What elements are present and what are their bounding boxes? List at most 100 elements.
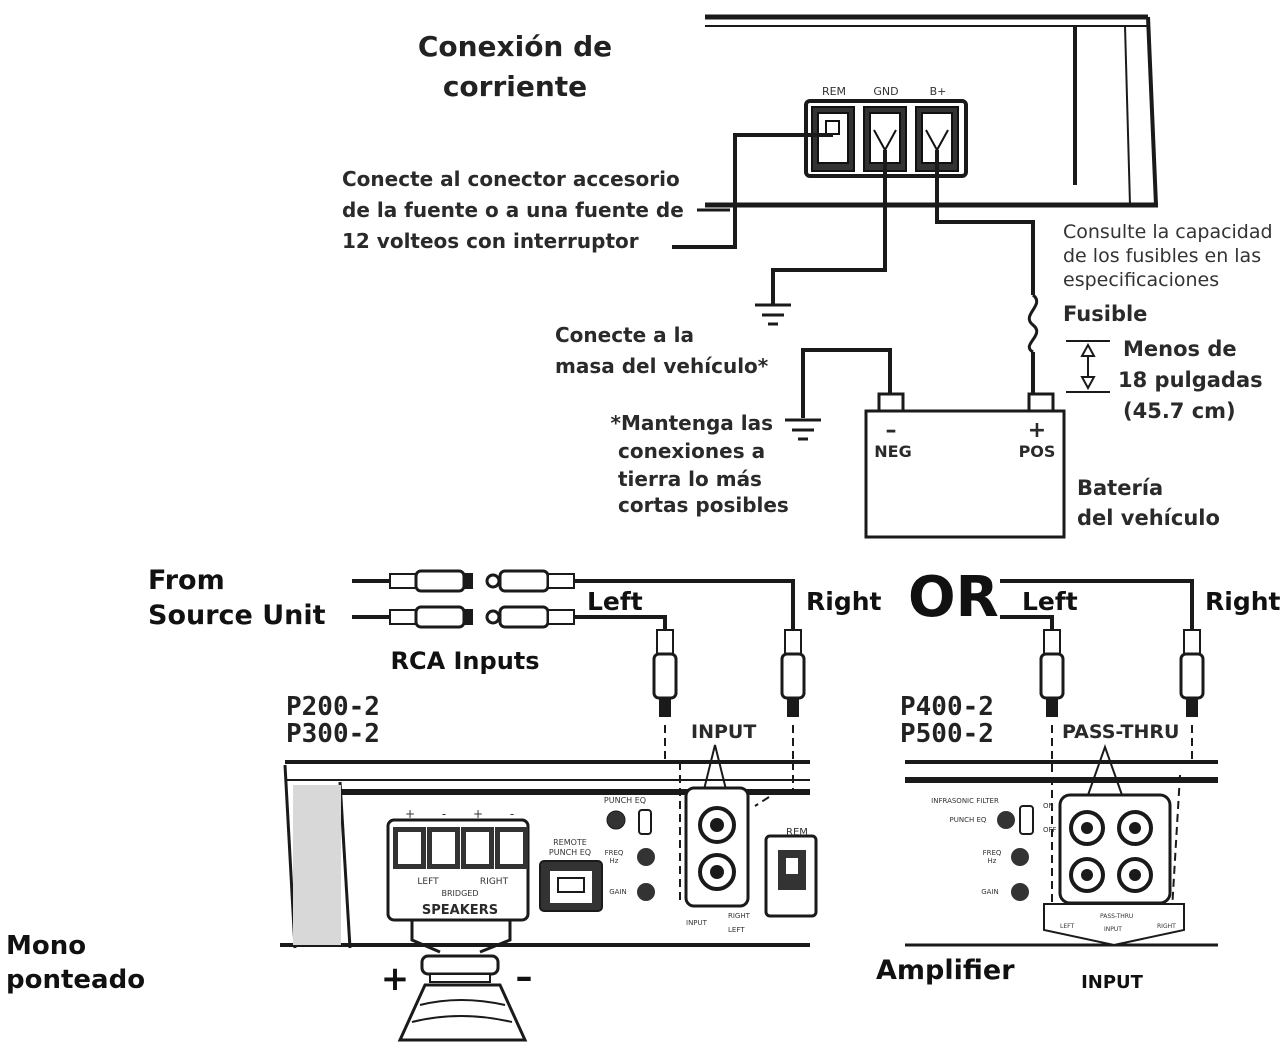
mono-plus: +	[381, 959, 410, 999]
ground-tip-line1: *Mantenga las	[611, 411, 774, 435]
power-terminal-block: REM GND B+	[804, 85, 968, 178]
speaker-icon	[397, 920, 528, 1042]
battery-label-line2: del vehículo	[1077, 506, 1220, 530]
gain-large: GAIN	[981, 888, 999, 896]
rca-plug-right-b-icon	[1179, 629, 1205, 717]
remote-note-line1: Conecte al conector accesorio	[342, 167, 680, 191]
power-section: Conexión de corriente REM GND B+	[342, 14, 1273, 539]
signal-section: From Source Unit RCA Inputs Left	[148, 565, 1281, 717]
mono-minus: –	[516, 957, 533, 997]
power-title-line2: corriente	[443, 70, 587, 103]
ground-symbol-battery-icon	[785, 418, 821, 441]
amp-small: P200-2 P300-2 INPUT	[280, 692, 818, 1042]
speaker-sign-2: -	[442, 807, 446, 821]
remote-label-line1: REMOTE	[553, 838, 587, 847]
mono-label-line2: ponteado	[6, 965, 145, 995]
dashed-guides-large	[1051, 725, 1193, 911]
amp-small-controls: PUNCH EQ FREQ Hz GAIN	[604, 796, 655, 901]
freq-label-1: FREQ	[605, 849, 624, 857]
amplifier-label: Amplifier	[876, 955, 1015, 986]
distance-indicator-icon	[1066, 340, 1110, 393]
source-label-line1: From	[148, 565, 225, 596]
distance-note-line2: 18 pulgadas	[1118, 368, 1263, 392]
rca-plug-left-b-icon	[1039, 629, 1065, 717]
freq-label-2: Hz	[610, 857, 619, 865]
speaker-sign-1: +	[405, 807, 415, 821]
input-label-small: INPUT	[691, 721, 756, 743]
ground-symbol-icon	[755, 303, 791, 326]
battery-label-line1: Batería	[1077, 476, 1163, 500]
rca-inputs-label: RCA Inputs	[390, 647, 539, 675]
battery-neg-label: NEG	[874, 442, 911, 461]
infrasonic-label: INFRASONIC FILTER	[931, 797, 999, 805]
passthru-arrows-icon	[1081, 744, 1129, 813]
ground-tip-line4: cortas posibles	[618, 493, 789, 517]
freq-large-2: Hz	[988, 857, 997, 865]
speakers-label: SPEAKERS	[422, 903, 498, 918]
io-left: LEFT	[1060, 923, 1074, 930]
input-bottom-label: INPUT	[1081, 972, 1144, 993]
bplus-wire	[935, 150, 1035, 295]
speaker-right-label: RIGHT	[480, 877, 509, 887]
source-label-line2: Source Unit	[148, 600, 326, 631]
distance-note-line1: Menos de	[1123, 337, 1237, 361]
power-title-line1: Conexión de	[418, 30, 612, 63]
speaker-terminals: + - + - LEFT RIGHT BRIDGED SPEAKERS	[386, 807, 530, 922]
speaker-sign-4: -	[510, 807, 514, 821]
amp-large: P400-2 P500-2 PASS-THRU INFRASONIC FILTE…	[876, 692, 1218, 993]
input-panel-label: INPUT	[686, 919, 708, 927]
fuse-note-line2: de los fusibles en las	[1063, 245, 1261, 267]
or-label: OR	[908, 565, 999, 630]
battery-ground-wire	[801, 348, 892, 418]
passthru-label: PASS-THRU	[1062, 721, 1179, 743]
rca-plug-left-a-icon	[652, 629, 678, 717]
ground-note-line2: masa del vehículo*	[555, 354, 769, 378]
left-label-a: Left	[587, 587, 643, 616]
speaker-left-label: LEFT	[417, 877, 439, 887]
input-panel-small: INPUT RIGHT LEFT	[684, 786, 751, 934]
punch-eq-label-large: PUNCH EQ	[950, 816, 987, 824]
mono-label-line1: Mono	[6, 931, 86, 961]
punch-eq-label: PUNCH EQ	[604, 796, 646, 805]
rca-signal-wires	[574, 579, 1194, 630]
gain-label: GAIN	[609, 888, 627, 896]
remote-note-line3: 12 volteos con interruptor	[342, 229, 639, 253]
battery-pos-sign: +	[1028, 418, 1046, 443]
fuse-label: Fusible	[1063, 302, 1147, 326]
terminal-label-rem: REM	[822, 85, 846, 98]
distance-note-line3: (45.7 cm)	[1123, 399, 1236, 423]
left-label-b: Left	[1022, 587, 1078, 616]
model-p300: P300-2	[286, 719, 380, 749]
on-label: ON	[1043, 802, 1054, 810]
right-label-b: Right	[1205, 587, 1281, 616]
battery-neg-sign: –	[886, 418, 897, 443]
fuse-symbol	[1027, 293, 1039, 354]
gnd-wire	[771, 150, 887, 305]
battery: – + NEG POS	[864, 392, 1066, 539]
speaker-sign-3: +	[473, 807, 483, 821]
remote-punch-eq-port: REMOTE PUNCH EQ	[539, 838, 603, 912]
speaker-bridged-label: BRIDGED	[442, 889, 479, 898]
model-p500: P500-2	[900, 719, 994, 749]
fuse-note-line3: especificaciones	[1063, 269, 1219, 291]
fuse-note-line1: Consulte la capacidad	[1063, 221, 1273, 243]
input-left-label: LEFT	[728, 926, 745, 934]
ground-tip-line3: tierra lo más	[618, 467, 762, 491]
power-wires	[672, 133, 1039, 418]
terminal-label-bplus: B+	[930, 85, 947, 98]
amp-small-endcap	[293, 785, 341, 945]
off-label: OFF	[1043, 826, 1057, 834]
ground-tip-line2: conexiones a	[618, 439, 765, 463]
right-label-a: Right	[806, 587, 882, 616]
amp-large-chassis	[905, 760, 1218, 947]
io-input: INPUT	[1104, 926, 1122, 933]
rem-cut-label: REM	[786, 827, 808, 838]
freq-large-1: FREQ	[983, 849, 1002, 857]
ground-note-line1: Conecte a la	[555, 323, 694, 347]
remote-wire	[672, 133, 833, 249]
rca-plug-right-a-icon	[780, 629, 806, 717]
input-right-label: RIGHT	[728, 912, 751, 920]
remote-note-line2: de la fuente o a una fuente de	[342, 198, 684, 222]
model-p200: P200-2	[286, 692, 380, 722]
